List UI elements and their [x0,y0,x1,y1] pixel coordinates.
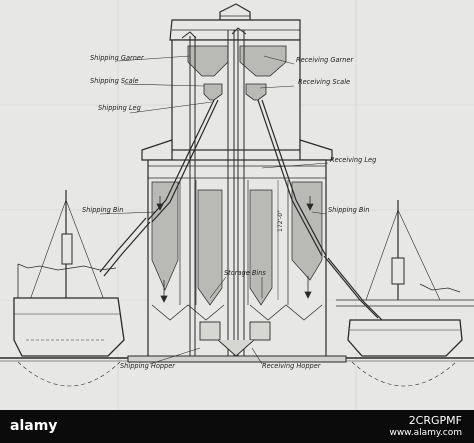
storage-bins [151,181,323,306]
stock-image-id: 2CRGPMF [408,414,462,427]
label-receiving-leg: Receiving Leg [330,156,376,164]
label-shipping-leg: Shipping Leg [98,104,141,112]
label-receiving-hopper: Receiving Hopper [262,362,322,370]
label-shipping-bin-right: Shipping Bin [328,206,369,214]
bin-dividers [151,180,323,321]
leader-lines [99,55,329,365]
stock-logo: alamy [10,418,58,434]
flow-arrows [156,196,314,303]
label-shipping-garner: Shipping Garner [90,54,145,62]
height-dimension: 172'-0" [277,210,284,232]
label-shipping-hopper: Shipping Hopper [120,362,176,370]
stock-banner: alamy 2CRGPMF www.alamy.com [0,410,474,443]
stock-url: www.alamy.com [389,428,462,438]
grain-elevator-diagram: Shipping Garner Shipping Scale Shipping … [0,0,474,410]
label-storage-bins: Storage Bins [224,269,266,277]
shipping-spouts [99,99,383,321]
right-jetty [336,299,474,307]
elevator-legs [181,27,247,356]
right-ship [347,200,463,387]
left-ship [13,190,125,387]
hoppers [199,321,271,357]
label-shipping-scale: Shipping Scale [90,77,139,85]
label-receiving-garner: Receiving Garner [296,56,354,64]
label-receiving-scale: Receiving Scale [298,78,350,86]
label-shipping-bin-left: Shipping Bin [82,206,123,214]
foundation [127,355,347,363]
